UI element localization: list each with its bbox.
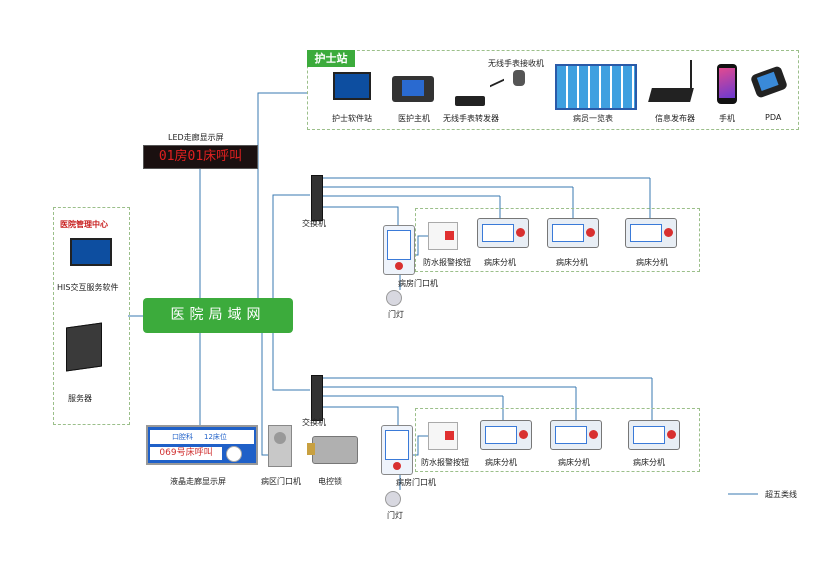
ward1-bed1-label: 病床分机 bbox=[484, 258, 516, 267]
led-display-text: 01房01床呼叫 bbox=[143, 145, 258, 169]
lcd-bed: 12床位 bbox=[204, 433, 227, 441]
ward2-switch-label: 交换机 bbox=[302, 418, 326, 427]
nurse-station-box bbox=[307, 50, 799, 130]
lcd-call-text: 069号床呼叫 bbox=[150, 447, 222, 460]
watch-relay-icon bbox=[455, 96, 485, 106]
server-label: 服务器 bbox=[68, 394, 92, 403]
ward1-bed2-panel bbox=[547, 218, 599, 248]
ward2-bed3-panel bbox=[628, 420, 680, 450]
ward1-door-unit bbox=[383, 225, 415, 275]
nurse-host-label: 医护主机 bbox=[398, 114, 430, 123]
ward1-bed3-label: 病床分机 bbox=[636, 258, 668, 267]
ward-gate-label: 病区门口机 bbox=[261, 477, 301, 486]
hospital-lan: 医院局域网 bbox=[143, 298, 293, 333]
ward2-bed2-panel bbox=[550, 420, 602, 450]
ward2-lamp-label: 门灯 bbox=[387, 511, 403, 520]
electric-lock-label: 电控锁 bbox=[318, 477, 342, 486]
ward2-alarm-label: 防水报警按钮 bbox=[421, 458, 469, 467]
ward1-switch-label: 交换机 bbox=[302, 219, 326, 228]
ward2-alarm-icon bbox=[428, 422, 458, 450]
ward-gate-icon bbox=[268, 425, 292, 467]
staff-board-label: 病员一览表 bbox=[573, 114, 613, 123]
ward2-door-label: 病房门口机 bbox=[396, 478, 436, 487]
ward1-alarm-label: 防水报警按钮 bbox=[423, 258, 471, 267]
watch-receiver-icon bbox=[513, 70, 525, 86]
watch-relay-label: 无线手表转发器 bbox=[443, 114, 499, 123]
pda-label: PDA bbox=[765, 113, 782, 122]
ward1-alarm-icon bbox=[428, 222, 458, 250]
ward1-box bbox=[415, 208, 700, 272]
ward2-switch-icon bbox=[311, 375, 323, 421]
management-box bbox=[53, 207, 130, 425]
ward2-door-unit bbox=[381, 425, 413, 475]
electric-lock-icon bbox=[307, 436, 358, 464]
ward1-bed2-label: 病床分机 bbox=[556, 258, 588, 267]
lcd-label: 液晶走廊显示屏 bbox=[170, 477, 226, 486]
ward1-bed1-panel bbox=[477, 218, 529, 248]
watch-receiver-label: 无线手表接收机 bbox=[488, 59, 544, 68]
ward2-bed1-label: 病床分机 bbox=[485, 458, 517, 467]
lcd-dept: 口腔科 bbox=[172, 433, 193, 441]
staff-board-icon bbox=[555, 64, 637, 110]
phone-label: 手机 bbox=[719, 114, 735, 123]
legend-label: 超五类线 bbox=[765, 490, 797, 499]
lcd-display: 口腔科 12床位 069号床呼叫 bbox=[146, 425, 258, 465]
ward2-bed2-label: 病床分机 bbox=[558, 458, 590, 467]
lcd-top-bar: 口腔科 12床位 bbox=[150, 430, 254, 444]
ward2-lamp-icon bbox=[385, 491, 401, 507]
nurse-software-monitor-icon bbox=[333, 72, 371, 100]
led-display-label: LED走廊显示屏 bbox=[168, 133, 224, 142]
clock-icon bbox=[226, 446, 242, 462]
ward1-bed3-panel bbox=[625, 218, 677, 248]
his-label: HIS交互服务软件 bbox=[57, 283, 119, 292]
ward1-lamp-icon bbox=[386, 290, 402, 306]
ward2-box bbox=[415, 408, 700, 472]
nurse-software-label: 护士软件站 bbox=[332, 114, 372, 123]
info-publisher-icon bbox=[648, 88, 694, 102]
ward2-bed1-panel bbox=[480, 420, 532, 450]
info-publisher-antenna-icon bbox=[690, 60, 692, 90]
ward1-lamp-label: 门灯 bbox=[388, 310, 404, 319]
ward2-bed3-label: 病床分机 bbox=[633, 458, 665, 467]
nurse-host-icon bbox=[392, 76, 434, 102]
server-icon bbox=[66, 322, 102, 372]
nurse-station-title: 护士站 bbox=[307, 50, 355, 67]
his-monitor-icon bbox=[70, 238, 112, 266]
ward1-door-label: 病房门口机 bbox=[398, 279, 438, 288]
info-publisher-label: 信息发布器 bbox=[655, 114, 695, 123]
phone-icon bbox=[717, 64, 737, 104]
management-title: 医院管理中心 bbox=[60, 220, 108, 229]
ward1-switch-icon bbox=[311, 175, 323, 221]
